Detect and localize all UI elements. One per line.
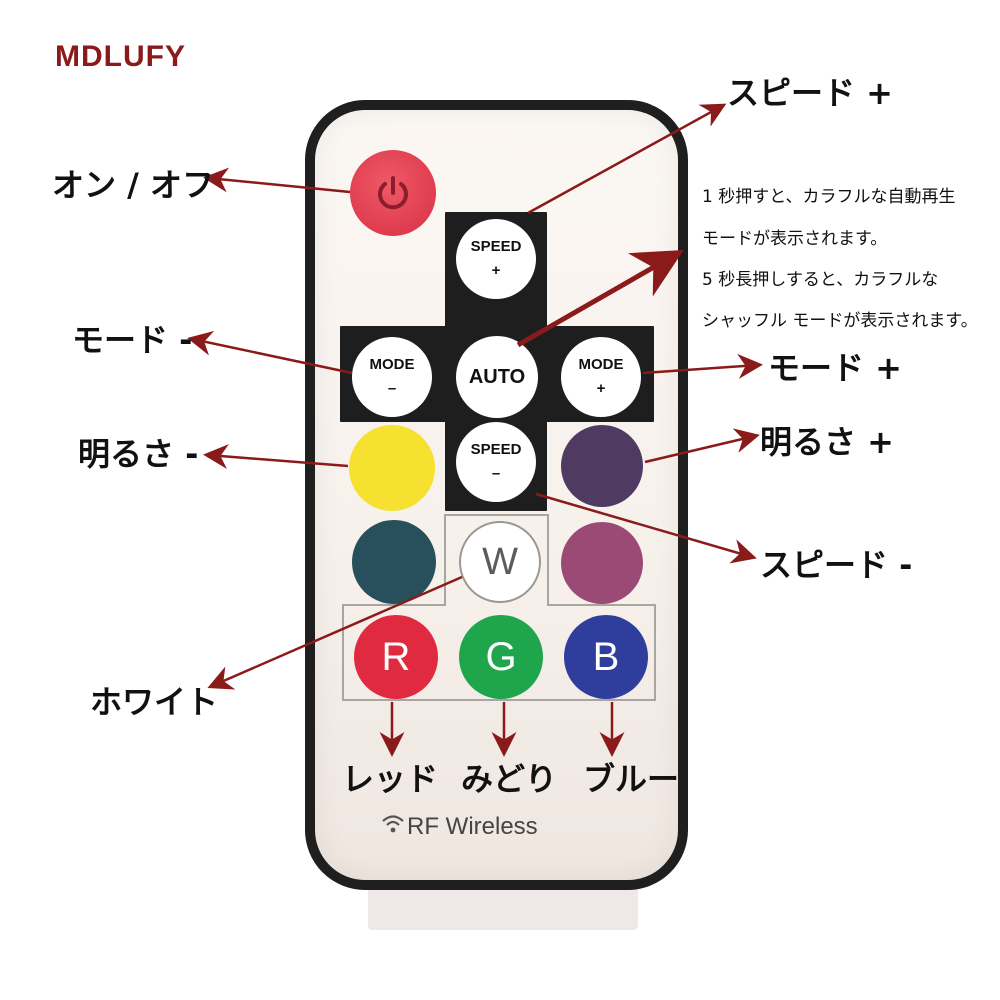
mode-plus-line2: + (596, 380, 606, 397)
blue-letter: B (592, 634, 620, 679)
white-letter: W (482, 540, 518, 583)
label-red: レッド (342, 760, 439, 798)
auto-note-line-2: モードが表示されます。 (702, 229, 888, 249)
auto-button[interactable]: AUTO (456, 336, 538, 418)
label-mode-plus: モード + (768, 349, 902, 387)
speed-minus-line1: SPEED (470, 441, 522, 458)
power-icon (378, 176, 408, 210)
arrow-bright-minus (203, 444, 349, 470)
label-speed-minus: スピード - (760, 546, 913, 584)
arrow-mode-plus (642, 353, 763, 379)
label-mode-minus: モード - (72, 321, 193, 359)
green-letter: G (485, 634, 517, 679)
arrow-bright-plus (644, 428, 760, 464)
rf-wireless-label: RF Wireless (407, 813, 538, 840)
label-white: ホワイト (90, 683, 219, 721)
green-button[interactable]: G (459, 615, 543, 699)
auto-note-line-4: シャッフル モードが表示されます。 (702, 311, 978, 331)
mode-minus-line1: MODE (369, 356, 415, 373)
mode-minus-button[interactable]: MODE – (352, 337, 432, 417)
mode-plus-line1: MODE (578, 356, 624, 373)
red-letter: R (381, 634, 411, 679)
brand-logo: MDLUFY (55, 40, 186, 73)
auto-note-line-3: 5 秒長押しすると、カラフルな (702, 270, 939, 290)
arrow-white (207, 575, 463, 690)
speed-minus-line2: – (491, 465, 501, 482)
label-green: みどり (461, 760, 558, 798)
arrow-speed-minus (535, 492, 757, 564)
speed-plus-button[interactable]: SPEED + (456, 219, 536, 299)
magenta-button[interactable] (561, 522, 643, 604)
white-outline (342, 514, 656, 701)
speed-plus-line1: SPEED (470, 238, 522, 255)
white-button[interactable]: W (459, 521, 541, 603)
power-button[interactable] (350, 150, 436, 236)
label-speed-plus: スピード + (727, 74, 893, 112)
wifi-icon (382, 815, 404, 833)
speed-plus-line2: + (491, 262, 501, 279)
teal-button[interactable] (352, 520, 436, 604)
label-blue: ブルー (583, 760, 680, 798)
label-bright-minus: 明るさ - (78, 435, 199, 473)
purple-button[interactable] (561, 425, 643, 507)
yellow-button[interactable] (349, 425, 435, 511)
blue-button[interactable]: B (564, 615, 648, 699)
mode-minus-line2: – (387, 380, 397, 397)
label-power: オン / オフ (52, 166, 214, 204)
mode-plus-button[interactable]: MODE + (561, 337, 641, 417)
arrow-mode-minus (187, 330, 353, 375)
auto-note-line-1: 1 秒押すと、カラフルな自動再生 (702, 187, 956, 207)
red-button[interactable]: R (354, 615, 438, 699)
auto-label: AUTO (468, 365, 526, 388)
speed-minus-button[interactable]: SPEED – (456, 422, 536, 502)
arrow-auto (516, 250, 684, 348)
arrow-power (203, 167, 351, 194)
label-bright-plus: 明るさ + (760, 423, 894, 461)
arrow-speed-plus (527, 103, 727, 215)
